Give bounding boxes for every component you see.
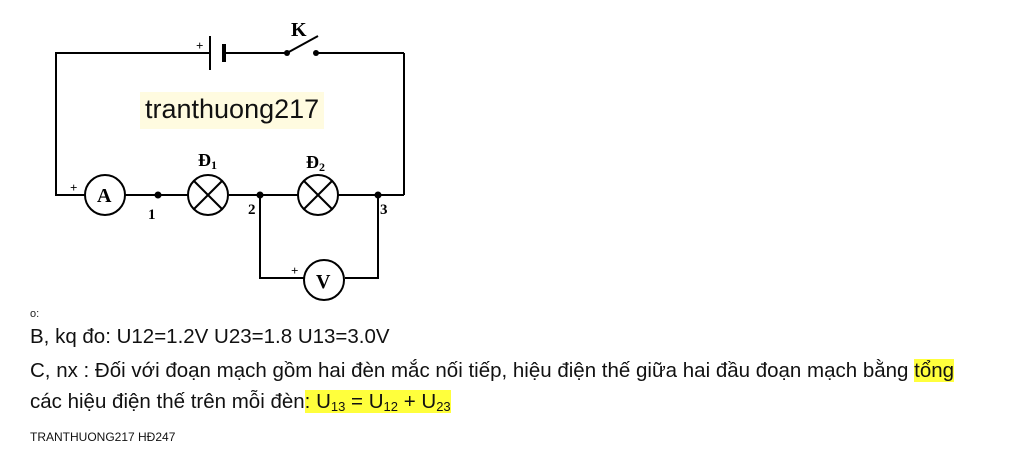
battery-plus-label: + [196, 38, 203, 53]
lamp-1: Đ1 [187, 150, 229, 216]
circuit-wires [55, 52, 405, 279]
node-1-label: 1 [148, 207, 156, 223]
switch-k: K [284, 19, 319, 56]
ammeter-label: A [97, 185, 112, 207]
result-line-b: B, kq đo: U12=1.2V U23=1.8 U13=3.0V [30, 325, 390, 348]
conclusion-text-2: các hiệu điện thế trên mỗi đèn [30, 390, 305, 413]
circuit-diagram: + K A + Đ1 Đ2 V + 1 2 3 [55, 19, 405, 301]
lamp2-label: Đ2 [306, 152, 325, 174]
voltmeter-label: V [316, 271, 331, 293]
node-1-dot [154, 191, 162, 199]
ammeter: A + [70, 174, 126, 216]
small-mark: o: [30, 308, 40, 320]
lamp-2: Đ2 [297, 152, 339, 216]
node-2-dot [256, 191, 264, 199]
footer-credit: TRANTHUONG217 HĐ247 [30, 430, 176, 444]
conclusion-text: C, nx : Đối với đoạn mạch gồm hai đèn mắ… [30, 359, 915, 382]
conclusion-line-c: C, nx : Đối với đoạn mạch gồm hai đèn mắ… [30, 359, 955, 383]
conclusion-line-c2: các hiệu điện thế trên mỗi đèn: U13 = U1… [30, 390, 451, 414]
node-3-dot [374, 191, 382, 199]
battery-symbol: + [196, 36, 226, 70]
ammeter-plus-label: + [70, 180, 77, 195]
highlight-tong: tổng [914, 359, 955, 382]
node-2-label: 2 [248, 202, 256, 218]
node-3-label: 3 [380, 202, 388, 218]
lamp1-label: Đ1 [198, 150, 217, 172]
circuit-nodes: 1 2 3 [148, 191, 388, 223]
watermark-label: tranthuong217 [140, 92, 325, 129]
voltmeter-plus-label: + [291, 263, 298, 278]
formula: : U13 = U12 + U23 [304, 390, 451, 414]
voltmeter: V + [291, 259, 345, 301]
switch-label: K [291, 19, 307, 41]
